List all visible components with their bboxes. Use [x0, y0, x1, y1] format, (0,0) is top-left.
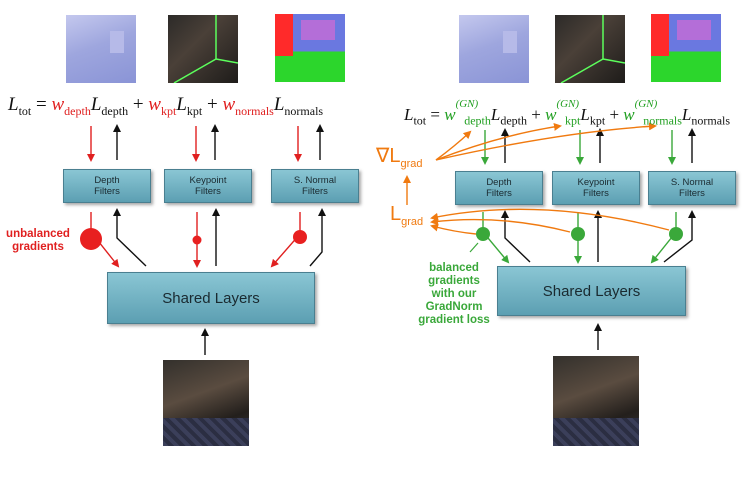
shared-layers-box-right: Shared Layers: [497, 266, 686, 316]
balanced-gradient-circle-normals: [669, 227, 683, 241]
depth-output-image-right: [459, 15, 529, 83]
arrow-orange-normals-to-lgrad: [430, 208, 670, 231]
normal-filters-label: S. Normal Filters: [670, 177, 714, 199]
shared-layers-box-left: Shared Layers: [107, 272, 315, 324]
keypoint-output-image-right: [555, 15, 625, 83]
keypoint-filters-box-right: Keypoint Filters: [552, 171, 640, 205]
lgrad-label: Lgrad: [390, 203, 424, 228]
depth-filters-box-left: Depth Filters: [63, 169, 151, 203]
input-image-right: [553, 356, 639, 446]
nabla-lgrad-label: ∇Lgrad: [376, 145, 423, 170]
normals-output-image-right: [651, 14, 721, 82]
depth-output-image-left: [66, 15, 136, 83]
arrow-black-shared-to-depth: [113, 208, 147, 267]
unbalanced-gradient-circle-depth: [80, 228, 102, 250]
arrow-orange-nabla-to-normals-weight: [435, 122, 657, 161]
keypoint-output-image-left: [168, 15, 238, 83]
arrow-orange-depth-to-lgrad: [430, 223, 477, 235]
input-image-left: [163, 360, 249, 446]
loss-equation-left: Ltot = wdepthLdepth + wkptLkpt + wnormal…: [8, 94, 324, 118]
balanced-gradient-circle-kpt: [571, 227, 585, 241]
arrow-orange-nabla-to-depth-weight: [435, 130, 472, 161]
unbalanced-gradient-circle-normals: [293, 230, 307, 244]
depth-filters-label: Depth Filters: [486, 177, 512, 199]
shared-layers-label: Shared Layers: [542, 282, 641, 300]
normal-filters-label: S. Normal Filters: [293, 175, 337, 197]
shared-layers-label: Shared Layers: [162, 289, 260, 307]
arrow-black-right-shared-to-depth: [501, 210, 531, 263]
depth-filters-label: Depth Filters: [94, 175, 120, 197]
keypoint-filters-box-left: Keypoint Filters: [164, 169, 252, 203]
normal-filters-box-right: S. Normal Filters: [648, 171, 736, 205]
arrow-green-annotation-pointer: [469, 242, 479, 253]
arrow-black-shared-to-normals: [309, 208, 326, 267]
arrow-orange-nabla-to-kpt-weight: [435, 122, 562, 161]
keypoint-filters-label: Keypoint Filters: [577, 177, 615, 199]
loss-equation-right: Ltot = w(GN)depthLdepth + w(GN)kptLkpt +…: [404, 98, 731, 128]
balanced-gradient-circle-depth: [476, 227, 490, 241]
depth-filters-box-right: Depth Filters: [455, 171, 543, 205]
arrow-black-right-shared-to-normals: [663, 210, 696, 263]
keypoint-filters-label: Keypoint Filters: [189, 175, 227, 197]
unbalanced-gradient-circle-kpt: [192, 235, 202, 245]
normals-output-image-left: [275, 14, 345, 82]
normal-filters-box-left: S. Normal Filters: [271, 169, 359, 203]
arrow-orange-kpt-to-lgrad: [430, 217, 571, 233]
unbalanced-gradients-note: unbalanced gradients: [6, 228, 70, 253]
balanced-gradients-note: balanced gradients with our GradNorm gra…: [418, 262, 490, 326]
